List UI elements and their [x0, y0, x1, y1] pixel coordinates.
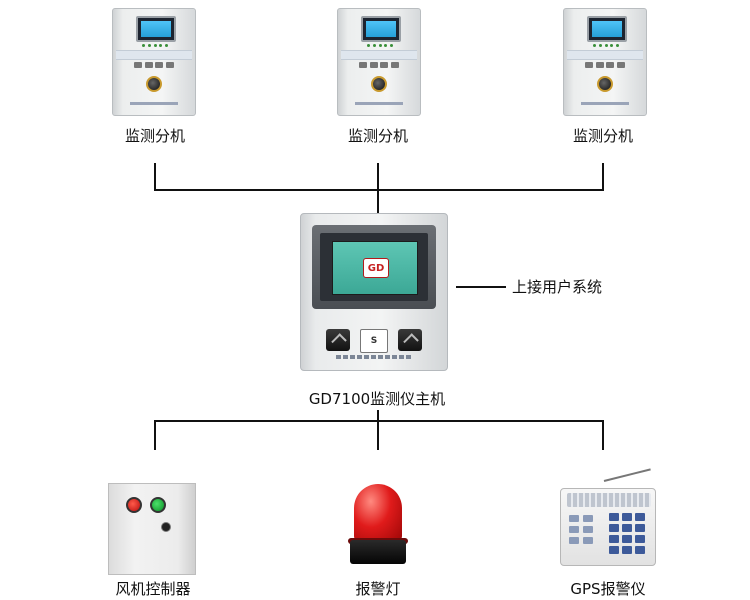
sub-unit-label: 监测分机: [124, 127, 185, 145]
gd-logo: GD: [363, 258, 389, 278]
chevron-icon: [398, 329, 422, 351]
bottom-bus-line: [154, 420, 604, 422]
upper-link-line: [456, 286, 506, 288]
top-drop-right: [602, 163, 604, 191]
sub-unit-device-1: [112, 8, 196, 116]
top-to-main-line: [377, 191, 379, 213]
top-bus-line: [154, 189, 604, 191]
top-drop-left: [154, 163, 156, 191]
sub-unit-device-2: [337, 8, 421, 116]
chevron-icon: [326, 329, 350, 351]
keypad-icon: [609, 513, 649, 559]
main-to-bottom-line: [377, 410, 379, 422]
bottom-drop-left: [154, 420, 156, 450]
antenna-icon: [603, 468, 651, 482]
sub-unit-device-3: [563, 8, 647, 116]
output-label: 风机控制器: [115, 580, 191, 598]
top-drop-center: [377, 163, 379, 191]
brand-badge-icon: S: [360, 329, 388, 353]
upper-link-label: 上接用户系统: [512, 278, 603, 296]
green-indicator-icon: [150, 497, 166, 513]
fan-controller-device: [108, 483, 196, 575]
sub-unit-label: 监测分机: [347, 127, 408, 145]
bottom-drop-right: [602, 420, 604, 450]
main-unit-label: GD7100监测仪主机: [308, 390, 446, 408]
bottom-drop-center: [377, 420, 379, 450]
sub-unit-label: 监测分机: [572, 127, 633, 145]
gps-alarm-device: [560, 468, 656, 568]
knob-icon: [161, 522, 171, 532]
output-label: 报警灯: [355, 580, 401, 598]
main-unit-device: GD S: [300, 213, 448, 371]
red-indicator-icon: [126, 497, 142, 513]
main-unit-screen: GD: [332, 241, 418, 295]
alarm-lamp-device: [348, 484, 408, 570]
output-label: GPS报警仪: [570, 580, 646, 598]
main-unit-caption-plate: [336, 355, 412, 359]
